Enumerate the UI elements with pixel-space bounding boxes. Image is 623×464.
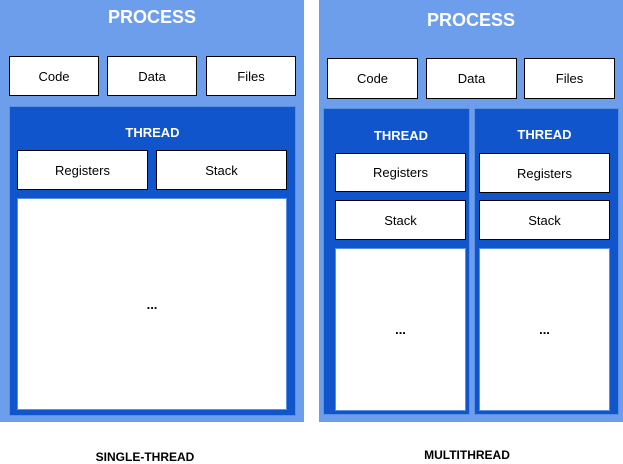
thread-title: THREAD: [373, 128, 429, 143]
thread-body: ...: [335, 248, 466, 411]
thread-body: ...: [17, 198, 287, 410]
thread-title: THREAD: [125, 125, 180, 140]
registers-box: Registers: [335, 153, 466, 192]
code-box: Code: [9, 56, 99, 96]
stack-box: Stack: [156, 150, 287, 190]
single-thread-caption: SINGLE-THREAD: [95, 450, 195, 464]
files-box: Files: [206, 56, 296, 96]
registers-box: Registers: [479, 153, 610, 193]
data-box: Data: [107, 56, 197, 96]
stack-box: Stack: [335, 200, 466, 240]
stack-box: Stack: [479, 200, 610, 240]
code-box: Code: [327, 58, 418, 99]
multithread-caption: MULTITHREAD: [424, 448, 510, 462]
thread-body: ...: [479, 248, 610, 411]
registers-box: Registers: [17, 150, 148, 190]
thread-title: THREAD: [517, 127, 572, 142]
files-box: Files: [524, 58, 615, 99]
data-box: Data: [426, 58, 517, 99]
process-title: PROCESS: [426, 10, 516, 30]
process-title: PROCESS: [107, 7, 197, 27]
